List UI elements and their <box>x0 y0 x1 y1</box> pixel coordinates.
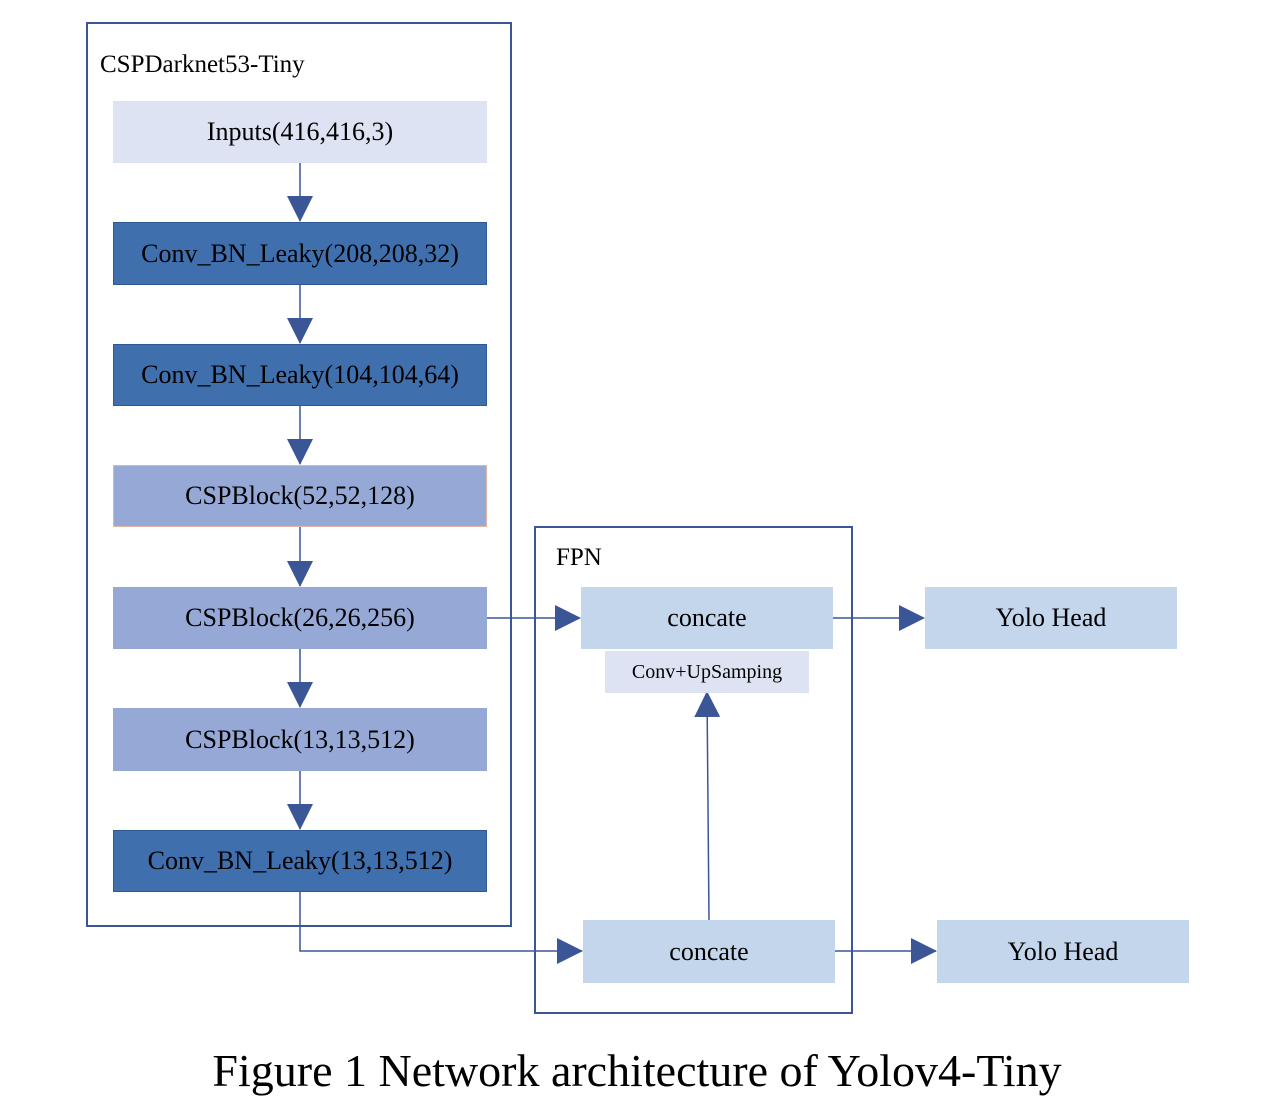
edge-conv3-concat-bottom <box>299 892 583 964</box>
node-conv-bn-leaky-1: Conv_BN_Leaky(208,208,32) <box>113 222 487 285</box>
backbone-container <box>86 22 512 927</box>
node-yolo-head-top: Yolo Head <box>925 587 1177 649</box>
edge-concat-bottom-upsampling <box>694 691 721 921</box>
node-cspblock-1: CSPBlock(52,52,128) <box>113 465 487 527</box>
node-concat-top: concate <box>581 587 833 649</box>
node-conv-bn-leaky-3: Conv_BN_Leaky(13,13,512) <box>113 830 487 892</box>
node-conv-bn-leaky-2: Conv_BN_Leaky(104,104,64) <box>113 344 487 406</box>
fpn-container <box>534 526 853 1014</box>
node-yolo-head-bottom: Yolo Head <box>937 920 1189 983</box>
backbone-label: CSPDarknet53-Tiny <box>100 51 305 78</box>
node-concat-bottom: concate <box>583 920 835 983</box>
node-conv-upsampling: Conv+UpSamping <box>605 651 809 693</box>
node-inputs: Inputs(416,416,3) <box>113 101 487 163</box>
node-cspblock-3: CSPBlock(13,13,512) <box>113 708 487 771</box>
fpn-label: FPN <box>556 544 602 571</box>
node-cspblock-2: CSPBlock(26,26,256) <box>113 587 487 649</box>
figure-caption: Figure 1 Network architecture of Yolov4-… <box>212 1045 1062 1096</box>
